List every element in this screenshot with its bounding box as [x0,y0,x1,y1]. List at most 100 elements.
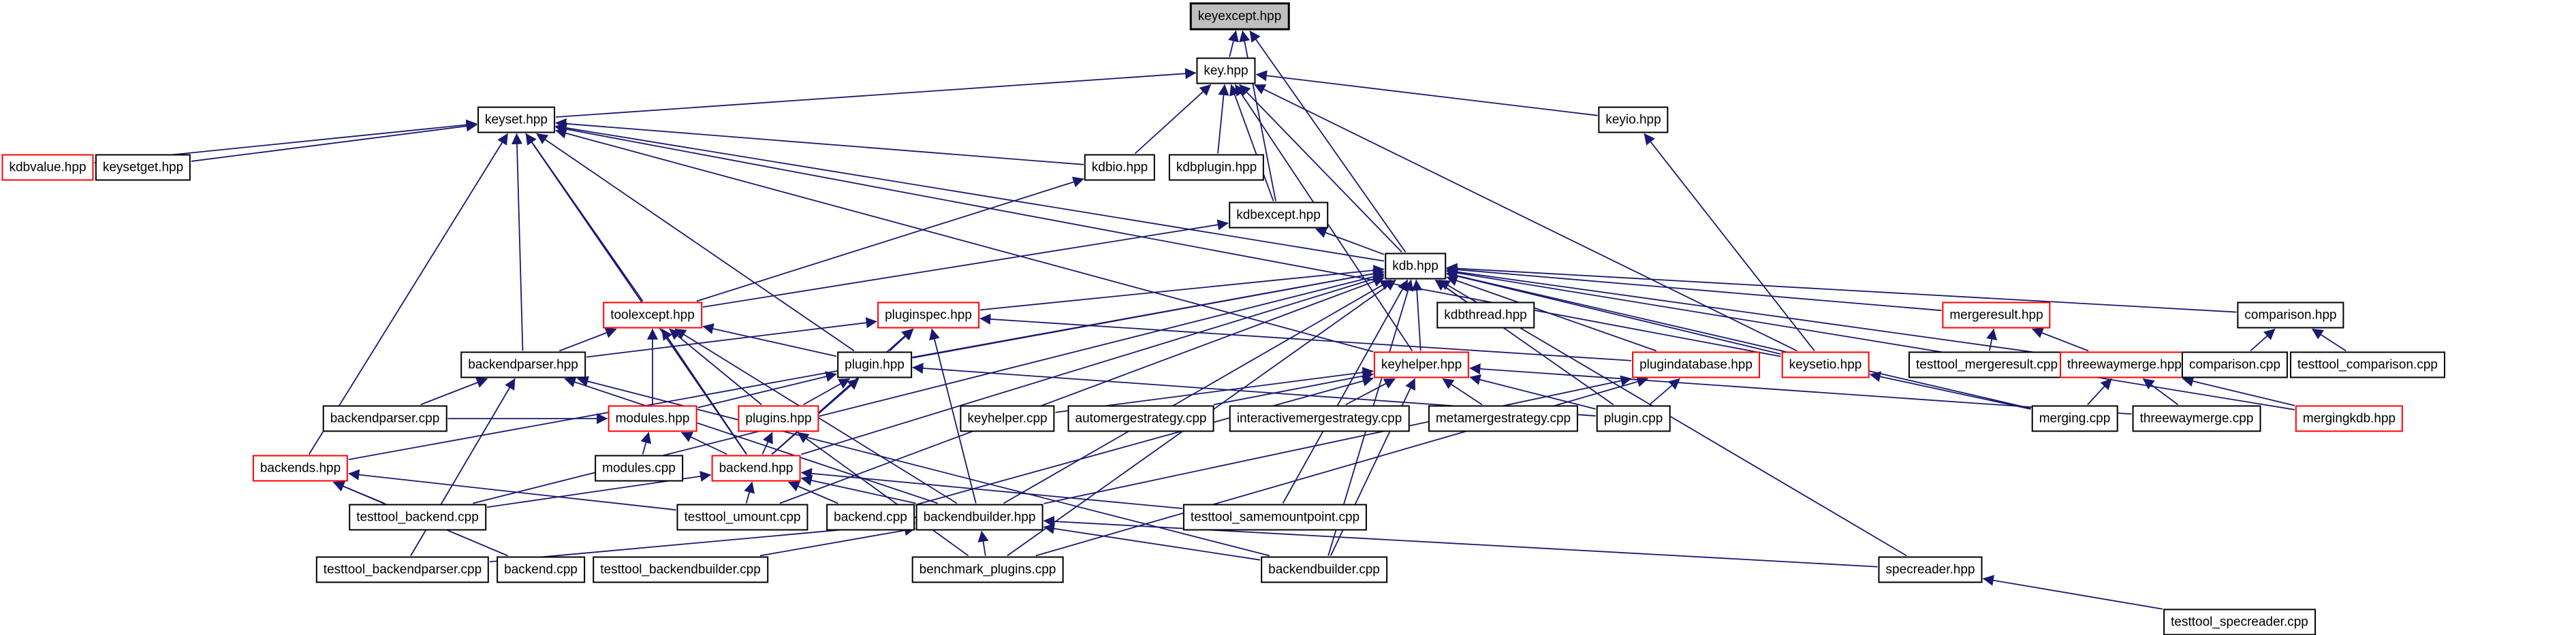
graph-edge-specreader_hpp-to-backendbuilder_hpp [1043,515,1878,568]
graph-node-comparison_hpp[interactable]: comparison.hpp [2237,302,2344,329]
graph-node-backend_cpp2[interactable]: backend.cpp [497,556,585,583]
graph-edge-backendbuilder_cpp-to-backendbuilder_hpp [1043,523,1261,561]
graph-edge-testtool_specreader-to-specreader_hpp [1982,574,2163,610]
graph-node-automergestrategy[interactable]: automergestrategy.cpp [1067,405,1214,432]
graph-node-testtool_mergeresult[interactable]: testtool_mergeresult.cpp [1908,351,2066,378]
graph-edge-kdb-to-key [1239,84,1402,253]
graph-edge-backend_cpp-to-backend_hpp [788,481,838,504]
graph-node-merging_cpp[interactable]: merging.cpp [2031,405,2118,432]
graph-edge-keyset-to-key [555,68,1197,118]
graph-node-backendparser_hpp[interactable]: backendparser.hpp [460,351,586,378]
graph-node-kdbthread[interactable]: kdbthread.hpp [1436,302,1535,329]
graph-node-toolexcept[interactable]: toolexcept.hpp [603,302,702,329]
graph-edge-testtool_backendbuilder-to-backendbuilder_hpp [759,525,916,557]
graph-edge-testtool_comparison-to-comparison_hpp [2312,328,2346,352]
graph-node-backendparser_cpp[interactable]: backendparser.cpp [322,405,447,432]
graph-node-interactivemergestrategy[interactable]: interactivemergestrategy.cpp [1229,405,1410,432]
graph-edge-kdb-to-keyexcept [1249,30,1407,253]
graph-edge-modules_hpp-to-plugin_hpp [697,371,837,408]
graph-edge-plugin_cpp-to-kdb [1434,279,1614,406]
graph-edge-plugins_hpp-to-toolexcept [669,328,762,406]
graph-node-backend_cpp[interactable]: backend.cpp [826,504,915,531]
graph-node-threewaymerge_cpp[interactable]: threewaymerge.cpp [2132,405,2261,432]
graph-node-plugins_hpp[interactable]: plugins.hpp [738,405,819,432]
graph-edge-plugin_cpp-to-plugindatabase [1649,378,1680,406]
graph-edge-backendparser_hpp-to-keyset [511,133,524,351]
graph-node-kdbplugin[interactable]: kdbplugin.hpp [1168,154,1265,181]
graph-node-testtool_comparison[interactable]: testtool_comparison.cpp [2290,351,2445,378]
graph-edge-threewaymerge_cpp-to-keyhelper_hpp [1469,363,2132,415]
graph-node-pluginspec[interactable]: pluginspec.hpp [877,302,979,329]
graph-node-keyio[interactable]: keyio.hpp [1598,106,1669,133]
graph-edge-kdbio-to-key [1134,84,1212,154]
graph-node-keysetget[interactable]: keysetget.hpp [95,154,191,181]
graph-node-backends_hpp[interactable]: backends.hpp [252,455,349,482]
graph-edge-plugins_hpp-to-plugin_hpp [803,378,851,406]
graph-node-backendbuilder_hpp[interactable]: backendbuilder.hpp [915,504,1043,531]
graph-node-benchmark_plugins[interactable]: benchmark_plugins.cpp [911,556,1064,583]
graph-edge-keysetio-to-keyset [555,123,1781,357]
graph-edge-testtool_umount-to-kdb [779,276,1385,504]
graph-edge-backend_hpp-to-toolexcept [661,328,747,455]
graph-node-metamergestrategy[interactable]: metamergestrategy.cpp [1428,405,1579,432]
graph-node-keyhelper_cpp[interactable]: keyhelper.cpp [960,405,1055,432]
graph-edge-metamergestrategy-to-keyhelper_hpp [1442,378,1483,406]
graph-node-plugin_hpp[interactable]: plugin.hpp [837,351,912,378]
graph-edge-keyhelper_hpp-to-kdb [1411,279,1423,351]
graph-edge-key-to-keyexcept [1228,30,1239,57]
graph-node-mergeresult[interactable]: mergeresult.hpp [1942,302,2051,329]
graph-node-backend_hpp[interactable]: backend.hpp [711,455,801,482]
graph-edge-backendbuilder_hpp-to-plugindatabase [1043,375,1632,504]
graph-edge-testtool_mergeresult-to-mergeresult [1986,328,1998,351]
graph-edge-kdbplugin-to-key [1217,84,1229,154]
graph-edge-backend_hpp-to-kdb [801,273,1385,455]
graph-node-comparison_cpp[interactable]: comparison.cpp [2181,351,2289,378]
graph-edge-backendbuilder_hpp-to-backend_hpp [800,474,916,504]
graph-edge-plugin_hpp-to-toolexcept [702,323,837,357]
graph-edge-backendparser_hpp-to-toolexcept [559,327,617,352]
graph-node-plugindatabase[interactable]: plugindatabase.hpp [1632,351,1760,378]
graph-edge-toolexcept-to-kdbio [696,176,1084,302]
graph-node-keyexcept: keyexcept.hpp [1189,2,1290,31]
graph-edge-interactivemergestrategy-to-keyhelper_hpp [1345,378,1396,406]
graph-node-testtool_specreader[interactable]: testtool_specreader.cpp [2163,608,2316,635]
graph-edge-plugindatabase-to-kdb [1446,275,1657,352]
graph-node-testtool_umount[interactable]: testtool_umount.cpp [676,504,808,531]
graph-edge-backend_hpp-to-keyset [525,133,747,455]
graph-edge-benchmark_plugins-to-backendbuilder_hpp [977,530,989,556]
graph-edge-merging_cpp-to-kdb [1446,270,2031,409]
graph-node-kdbvalue[interactable]: kdbvalue.hpp [1,154,94,181]
graph-edge-plugin_cpp-to-keyhelper_hpp [1469,374,1596,410]
graph-edge-kdbio-to-keyset [555,118,1084,165]
graph-edge-backend_cpp-to-keyhelper_hpp [915,375,1374,506]
graph-node-specreader_hpp[interactable]: specreader.hpp [1878,556,1983,583]
graph-node-plugin_cpp[interactable]: plugin.cpp [1596,405,1671,432]
graph-edge-comparison_hpp-to-kdb [1446,263,2237,313]
graph-node-modules_hpp[interactable]: modules.hpp [608,405,697,432]
graph-edge-pluginspec-to-kdb [979,265,1385,311]
graph-node-modules_cpp[interactable]: modules.cpp [595,455,683,482]
graph-edge-threewaymerge_cpp-to-threewaymerge_hpp [2142,378,2179,406]
graph-node-threewaymerge_hpp[interactable]: threewaymerge.hpp [2060,351,2189,378]
graph-node-kdbio[interactable]: kdbio.hpp [1084,154,1156,181]
graph-node-keyhelper_hpp[interactable]: keyhelper.hpp [1373,351,1470,378]
graph-edge-plugindatabase-to-pluginspec [979,313,1632,361]
graph-edge-backendbuilder_hpp-to-pluginspec [929,328,977,504]
graph-node-testtool_backendparser[interactable]: testtool_backendparser.cpp [315,556,490,583]
graph-edge-kdb-to-keyset [555,122,1385,262]
graph-node-backendbuilder_cpp[interactable]: backendbuilder.cpp [1261,556,1387,583]
graph-edge-benchmark_plugins-to-plugins_hpp [797,432,969,557]
graph-node-kdb[interactable]: kdb.hpp [1385,253,1446,280]
graph-node-testtool_samemountpoint[interactable]: testtool_samemountpoint.cpp [1182,504,1368,531]
graph-node-testtool_backendbuilder[interactable]: testtool_backendbuilder.cpp [593,556,768,583]
graph-edge-testtool_umount-to-backend_hpp [744,481,755,504]
graph-node-keyset[interactable]: keyset.hpp [477,106,555,133]
graph-node-mergingkdb[interactable]: mergingkdb.hpp [2295,405,2404,432]
graph-node-keysetio[interactable]: keysetio.hpp [1781,351,1870,378]
graph-node-testtool_backend[interactable]: testtool_backend.cpp [349,504,486,531]
graph-edge-automergestrategy-to-keyhelper_hpp [1213,370,1374,406]
graph-edge-comparison_cpp-to-comparison_hpp [2250,328,2276,352]
graph-node-kdbexcept[interactable]: kdbexcept.hpp [1229,201,1328,229]
graph-node-key[interactable]: key.hpp [1196,57,1256,84]
graph-edge-backend_hpp-to-modules_hpp [680,432,727,455]
